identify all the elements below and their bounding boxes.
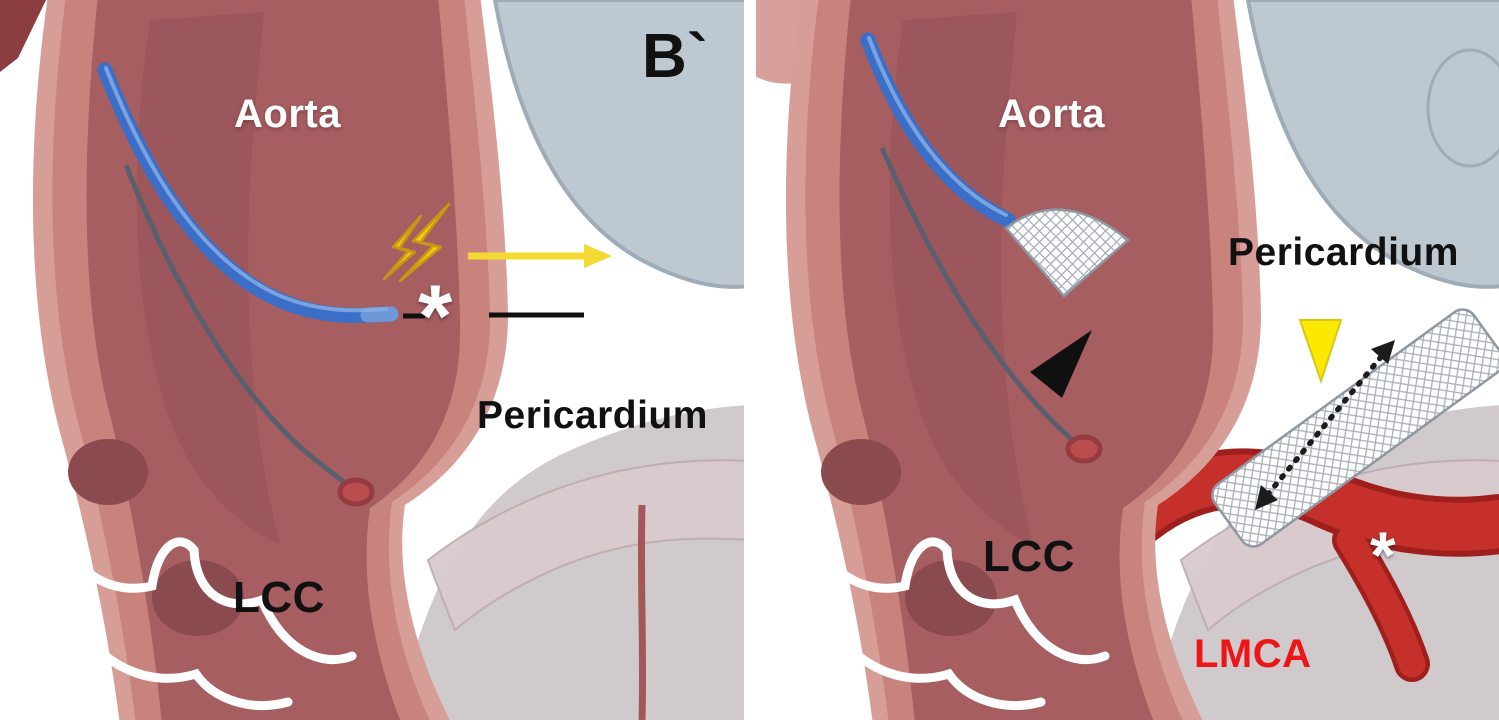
small-vessel-left <box>637 504 647 720</box>
label-pericardium-right: Pericardium <box>1228 231 1459 274</box>
panel-divider <box>744 0 756 720</box>
label-pericardium-left: Pericardium <box>477 394 708 437</box>
label-aorta-right: Aorta <box>998 92 1105 136</box>
stent-graft <box>1211 308 1499 548</box>
asterisk-marker-right: * <box>1370 518 1397 592</box>
catheter-left <box>97 62 399 323</box>
lmca-vessel <box>1110 448 1499 682</box>
label-lmca: LMCA <box>1194 632 1312 676</box>
stent-cone <box>1004 208 1130 298</box>
yellow-pointer-icon <box>1298 319 1343 385</box>
lightning-icon <box>382 202 451 283</box>
catheter-right <box>860 32 1016 228</box>
puncture-marker-left <box>337 477 375 507</box>
label-aorta-left: Aorta <box>234 92 341 136</box>
guidewire-right <box>879 146 1078 445</box>
panel-letter-label: B` <box>642 22 709 91</box>
label-lcc-right: LCC <box>983 532 1075 581</box>
puncture-marker-right <box>1065 434 1103 464</box>
black-arrowhead-icon <box>1030 330 1092 398</box>
asterisk-marker-left: * <box>418 266 453 365</box>
vessel-corner-right <box>1426 48 1499 168</box>
vessel-corner-left <box>0 0 46 72</box>
arrow-right-icon <box>468 244 612 268</box>
label-lcc-left: LCC <box>233 573 325 622</box>
guidewire-left <box>123 164 355 491</box>
double-arrow-icon <box>1255 340 1395 510</box>
